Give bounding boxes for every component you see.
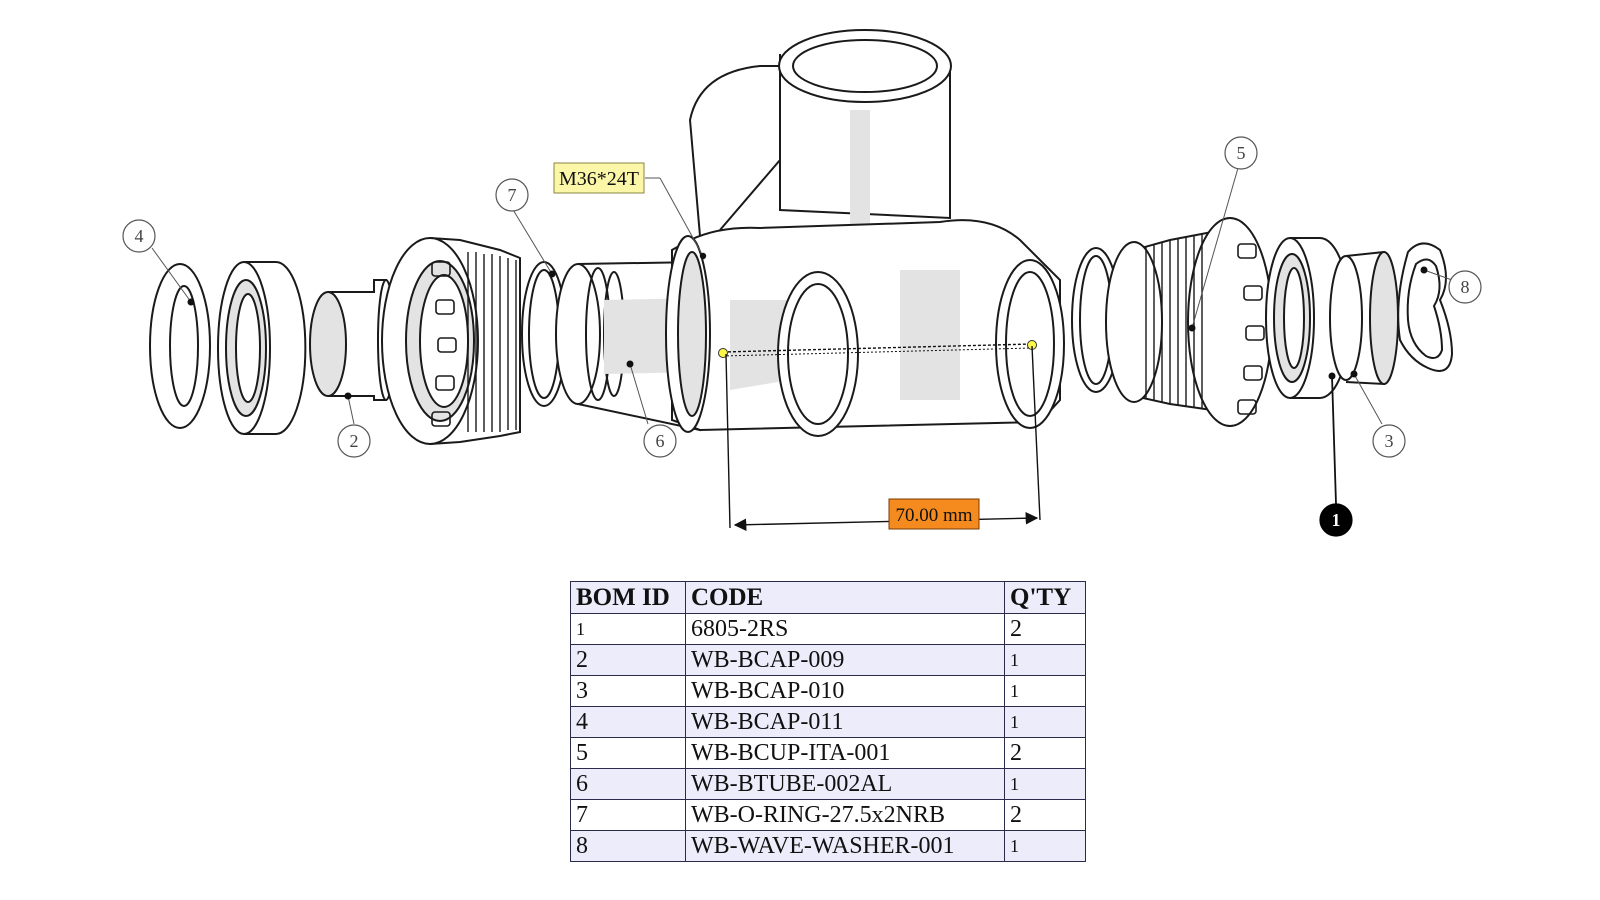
bom-cell-id: 6 [570, 768, 686, 800]
balloon-1: 1 [1319, 503, 1353, 537]
svg-text:3: 3 [1385, 431, 1394, 451]
balloon-3: 3 [1372, 424, 1406, 458]
bom-header-id: BOM ID [570, 581, 686, 614]
balloon-4: 4 [122, 219, 156, 253]
bom-cell-qty: 1 [1004, 675, 1086, 707]
balloon-anchors [187, 266, 1428, 400]
part-3-cap-right [1329, 250, 1399, 386]
bom-cell-code: WB-BCAP-009 [685, 644, 1005, 676]
bom-cell-qty: 1 [1004, 644, 1086, 676]
bom-cell-qty: 2 [1004, 737, 1086, 769]
bom-cell-id: 5 [570, 737, 686, 769]
balloon-6: 6 [643, 424, 677, 458]
svg-text:8: 8 [1461, 277, 1470, 297]
part-4-washer [149, 263, 211, 429]
bom-row: 1 6805-2RS 2 [570, 613, 1086, 645]
bom-cell-code: WB-BTUBE-002AL [685, 768, 1005, 800]
bom-cell-code: WB-O-RING-27.5x2NRB [685, 799, 1005, 831]
bom-cell-id: 7 [570, 799, 686, 831]
balloon-2: 2 [337, 424, 371, 458]
bom-cell-qty: 1 [1004, 706, 1086, 738]
balloon-leaders [151, 167, 1453, 505]
bom-cell-id: 8 [570, 830, 686, 862]
bom-table: BOM ID CODE Q'TY 1 6805-2RS 2 2 WB-BCAP-… [570, 581, 1086, 862]
balloon-5: 5 [1224, 136, 1258, 170]
bom-row: 7 WB-O-RING-27.5x2NRB 2 [570, 799, 1086, 831]
bom-row: 5 WB-BCUP-ITA-001 2 [570, 737, 1086, 769]
part-5-bearing-cup-right [1105, 217, 1273, 427]
part-1-bearing-left [217, 261, 307, 435]
bom-cell-code: WB-WAVE-WASHER-001 [685, 830, 1005, 862]
svg-text:2: 2 [350, 431, 359, 451]
balloon-7: 7 [495, 178, 529, 212]
svg-text:6: 6 [656, 431, 665, 451]
bom-cell-id: 2 [570, 644, 686, 676]
bom-header-qty: Q'TY [1004, 581, 1086, 614]
measurement-line [718, 340, 1041, 532]
bom-cell-code: WB-BCUP-ITA-001 [685, 737, 1005, 769]
bom-row: 3 WB-BCAP-010 1 [570, 675, 1086, 707]
bom-cell-code: 6805-2RS [685, 613, 1005, 645]
bom-row: 4 WB-BCAP-011 1 [570, 706, 1086, 738]
balloon-8: 8 [1448, 270, 1482, 304]
svg-text:4: 4 [135, 226, 144, 246]
part-8-wave-washer [1397, 242, 1454, 372]
bom-row: 8 WB-WAVE-WASHER-001 1 [570, 830, 1086, 862]
bom-cell-qty: 2 [1004, 799, 1086, 831]
bom-header-code: CODE [685, 581, 1005, 614]
bom-cell-code: WB-BCAP-010 [685, 675, 1005, 707]
svg-text:7: 7 [508, 185, 517, 205]
bom-row: 2 WB-BCAP-009 1 [570, 644, 1086, 676]
svg-text:1: 1 [1332, 510, 1341, 530]
svg-text:5: 5 [1237, 143, 1246, 163]
bom-cell-id: 1 [570, 613, 686, 645]
bom-cell-qty: 1 [1004, 830, 1086, 862]
bom-cell-code: WB-BCAP-011 [685, 706, 1005, 738]
thread-label: M36*24T [553, 162, 707, 260]
dimension-label: 70.00 mm [888, 498, 980, 530]
bom-header-row: BOM ID CODE Q'TY [570, 581, 1086, 614]
bom-row: 6 WB-BTUBE-002AL 1 [570, 768, 1086, 800]
frame-bb-shell [665, 29, 1065, 437]
dimension-value: 70.00 mm [895, 505, 972, 526]
part-5-bearing-cup-left [381, 237, 521, 445]
bom-cell-id: 4 [570, 706, 686, 738]
bom-cell-qty: 2 [1004, 613, 1086, 645]
bom-cell-qty: 1 [1004, 768, 1086, 800]
thread-value: M36*24T [559, 168, 639, 190]
bom-cell-id: 3 [570, 675, 686, 707]
